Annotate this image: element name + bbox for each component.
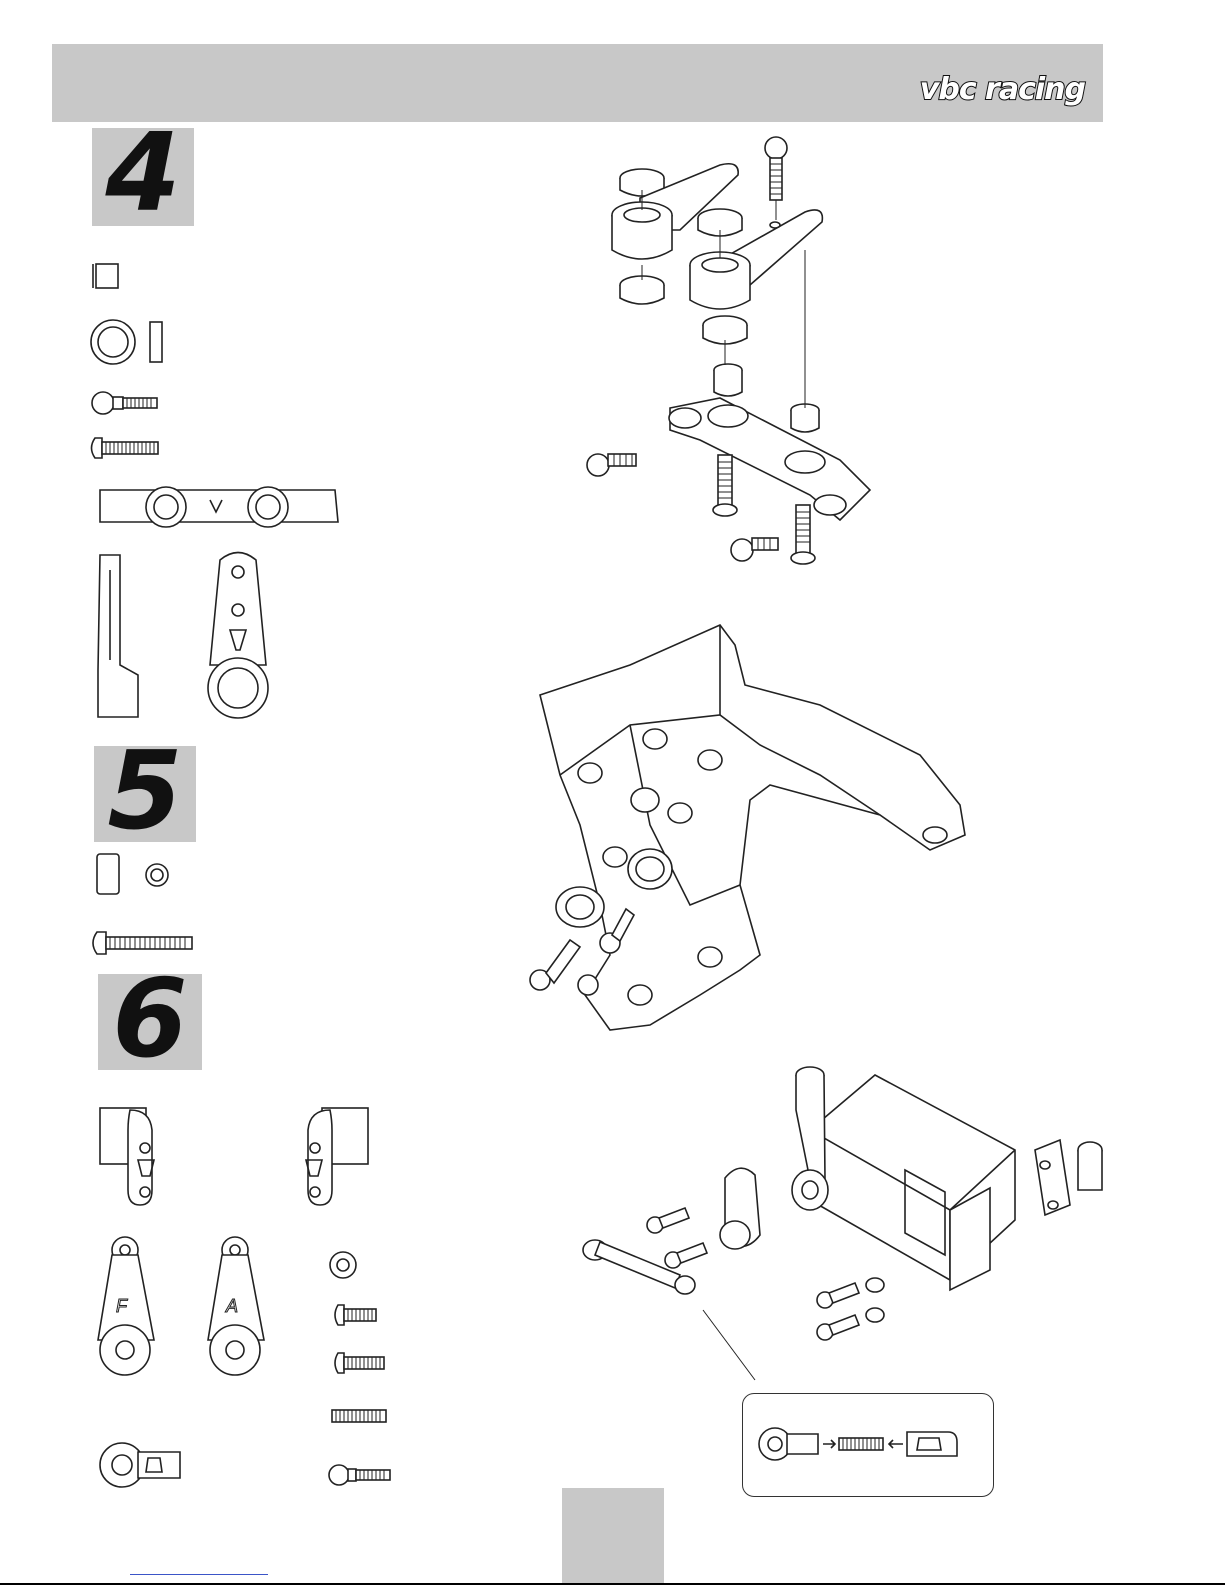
step-5-badge: 5 (94, 746, 196, 842)
ball-stud-left-icon (587, 454, 636, 476)
page-number-box (562, 1488, 664, 1585)
servo-mount-right-icon (306, 1108, 368, 1205)
a-label: A (225, 1296, 238, 1316)
ball-stud-step5-icon (578, 975, 598, 995)
servo-body-icon (810, 1075, 1015, 1290)
steering-rack-3d-icon (669, 398, 870, 520)
short-screw-icon (335, 1305, 376, 1325)
step-6-parts: F A (90, 1100, 410, 1500)
step-6-assembly-diagram (585, 1070, 1115, 1370)
servo-saver-a-icon: A (208, 1237, 264, 1375)
turnbuckle-detail-callout (742, 1393, 994, 1497)
steering-arm-right-icon (690, 209, 822, 309)
screws-step6-icon (647, 1208, 884, 1340)
rod-end-icon (100, 1443, 180, 1487)
step-4-parts (80, 250, 380, 730)
step-6-number: 6 (98, 966, 202, 1074)
servo-mount-left-3d-icon (792, 1067, 828, 1210)
rod-end-detail-right-icon (907, 1432, 957, 1456)
f-label: F (116, 1296, 128, 1316)
step-6-badge: 6 (98, 974, 202, 1070)
set-screw-icon (332, 1410, 386, 1422)
turnbuckle-detail-diagram (743, 1394, 993, 1496)
step-4-assembly-diagram (580, 130, 900, 580)
servo-mount-left-icon (100, 1108, 154, 1205)
spacer-icon (97, 854, 119, 894)
ball-stud-icon (92, 392, 157, 414)
medium-screw-icon (335, 1353, 384, 1373)
bearing-icon (91, 320, 162, 364)
step-5-assembly-diagram (520, 625, 990, 1045)
ball-stud-bottom-icon (731, 538, 778, 561)
button-head-screw-icon (92, 438, 159, 458)
step-5-number: 5 (94, 738, 196, 846)
header-bar: vbc racing (52, 44, 1103, 122)
flanged-bushing-icon (93, 264, 118, 288)
steering-rack-icon (100, 487, 338, 527)
ball-stud-top-icon (765, 137, 787, 200)
washer-icon (146, 864, 168, 886)
servo-horn-icon (720, 1168, 760, 1249)
chassis-bulkhead-icon (540, 625, 965, 1030)
rod-end-detail-icon (759, 1428, 818, 1460)
step-4-badge: 4 (92, 128, 194, 226)
step-4-number: 4 (92, 120, 194, 228)
servo-saver-f-icon: F (98, 1237, 154, 1375)
long-screw-icon (93, 932, 192, 954)
steering-arm-top-icon (208, 553, 268, 719)
step-5-parts (80, 850, 280, 960)
servo-mount-right-3d-icon (1035, 1140, 1102, 1215)
small-washer-icon (330, 1252, 356, 1278)
footer-link-underline (130, 1574, 268, 1575)
brand-logo: vbc racing (920, 72, 1085, 107)
ball-stud-small-icon (329, 1465, 390, 1485)
threaded-rod-detail-icon (839, 1438, 883, 1450)
steering-arm-side-icon (98, 555, 138, 717)
